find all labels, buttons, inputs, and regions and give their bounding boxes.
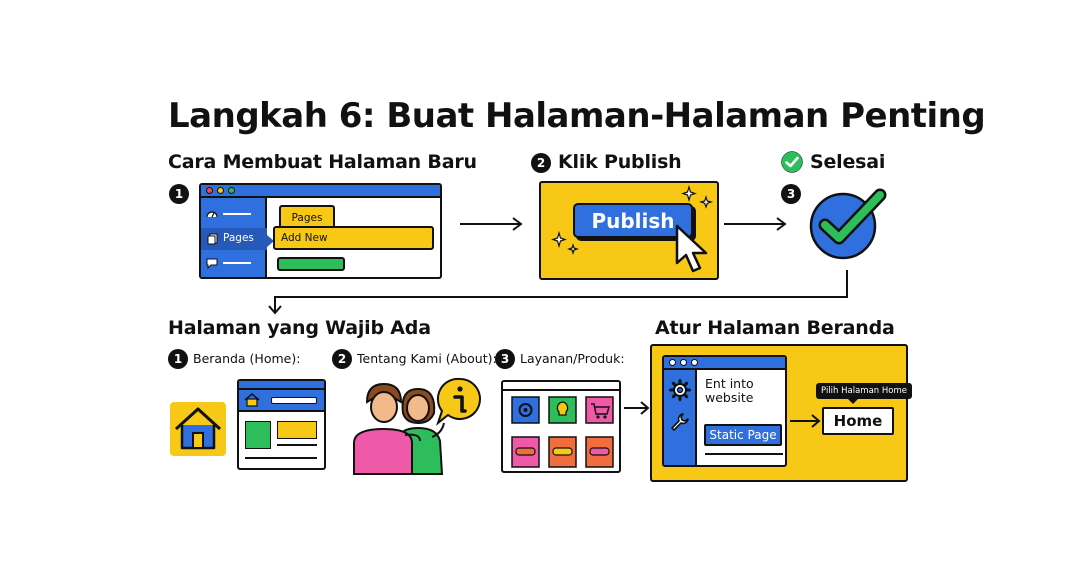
sidebar-pages-label: Pages bbox=[223, 232, 254, 244]
window-dot-icon bbox=[669, 359, 676, 366]
publish-button[interactable]: Publish bbox=[573, 203, 693, 238]
sparkle-icon bbox=[551, 230, 579, 255]
mockup-image-block bbox=[245, 421, 271, 449]
window-dot-icon bbox=[691, 359, 698, 366]
page-title: Langkah 6: Buat Halaman-Halaman Penting bbox=[168, 96, 986, 136]
text-line bbox=[705, 453, 783, 455]
window-titlebar bbox=[201, 185, 440, 198]
mockup-text-block bbox=[277, 421, 317, 439]
publish-panel: Publish bbox=[539, 181, 719, 280]
sidebar-item-pages[interactable]: Pages bbox=[201, 228, 267, 250]
success-check-icon bbox=[809, 188, 887, 260]
section-heading-publish: Klik Publish bbox=[558, 151, 682, 173]
arrow-right-icon bbox=[790, 414, 821, 428]
mouse-cursor-icon bbox=[675, 224, 708, 273]
item-number-2: 2 bbox=[332, 349, 352, 369]
home-page-select[interactable]: Home bbox=[822, 407, 894, 435]
services-mockup bbox=[501, 380, 621, 473]
people-about-icon bbox=[353, 377, 481, 475]
close-dot-icon bbox=[206, 187, 213, 194]
comment-icon bbox=[206, 258, 218, 269]
connector-arrow bbox=[268, 270, 848, 315]
settings-window: Ent into website Static Page bbox=[662, 355, 787, 467]
item-label-home: Beranda (Home): bbox=[193, 351, 301, 366]
item-label-services: Layanan/Produk: bbox=[520, 351, 625, 366]
item-number-3: 3 bbox=[495, 349, 515, 369]
choose-home-tag: Pilih Halaman Home bbox=[816, 383, 912, 399]
dashboard-gauge-icon bbox=[206, 211, 218, 218]
settings-sidebar bbox=[664, 370, 697, 465]
mockup-titlebar bbox=[503, 382, 619, 391]
minimize-dot-icon bbox=[217, 187, 224, 194]
wordpress-admin-window: Pages Pages Add New bbox=[199, 183, 442, 279]
mockup-titlebar bbox=[239, 381, 324, 390]
step-number-3: 3 bbox=[781, 184, 801, 204]
section-heading-new-page: Cara Membuat Halaman Baru bbox=[168, 151, 477, 173]
step-number-2: 2 bbox=[531, 153, 551, 173]
tag-pointer bbox=[848, 399, 858, 404]
homepage-settings-panel: Ent into website Static Page Pilih Halam… bbox=[650, 344, 912, 482]
home-small-icon bbox=[244, 393, 260, 407]
check-circle-icon bbox=[781, 151, 803, 173]
sparkle-icon bbox=[681, 185, 714, 209]
section-heading-homepage-settings: Atur Halaman Beranda bbox=[655, 317, 895, 339]
item-number-1: 1 bbox=[168, 349, 188, 369]
settings-text-line1: Ent into bbox=[705, 376, 754, 391]
window-dot-icon bbox=[680, 359, 687, 366]
mockup-header bbox=[239, 390, 324, 412]
item-label-about: Tentang Kami (About): bbox=[357, 351, 497, 366]
arrow-right-icon bbox=[624, 401, 650, 415]
mockup-text-line bbox=[277, 444, 317, 446]
service-grid-icons bbox=[511, 396, 614, 468]
sidebar-line bbox=[223, 262, 251, 264]
arrow-right-icon bbox=[460, 217, 523, 231]
sidebar-line bbox=[223, 213, 251, 215]
maximize-dot-icon bbox=[228, 187, 235, 194]
add-new-menu-item[interactable]: Add New bbox=[273, 226, 434, 250]
window-titlebar bbox=[664, 357, 785, 370]
step-number-1: 1 bbox=[169, 184, 189, 204]
settings-text-line2: website bbox=[705, 390, 754, 405]
section-heading-done: Selesai bbox=[810, 151, 886, 173]
green-progress-bar bbox=[277, 257, 345, 271]
static-page-option[interactable]: Static Page bbox=[704, 424, 782, 446]
gear-icon[interactable] bbox=[669, 379, 691, 401]
admin-sidebar: Pages bbox=[201, 198, 267, 277]
pages-tab[interactable]: Pages bbox=[279, 205, 335, 228]
mockup-searchbar bbox=[271, 397, 317, 404]
homepage-mockup bbox=[237, 379, 326, 470]
arrow-right-icon bbox=[724, 217, 787, 231]
wrench-icon[interactable] bbox=[670, 412, 690, 432]
home-icon bbox=[170, 402, 226, 456]
section-heading-required-pages: Halaman yang Wajib Ada bbox=[168, 317, 431, 339]
pages-icon bbox=[207, 233, 218, 245]
menu-pointer bbox=[267, 235, 274, 247]
mockup-text-line bbox=[245, 457, 317, 459]
